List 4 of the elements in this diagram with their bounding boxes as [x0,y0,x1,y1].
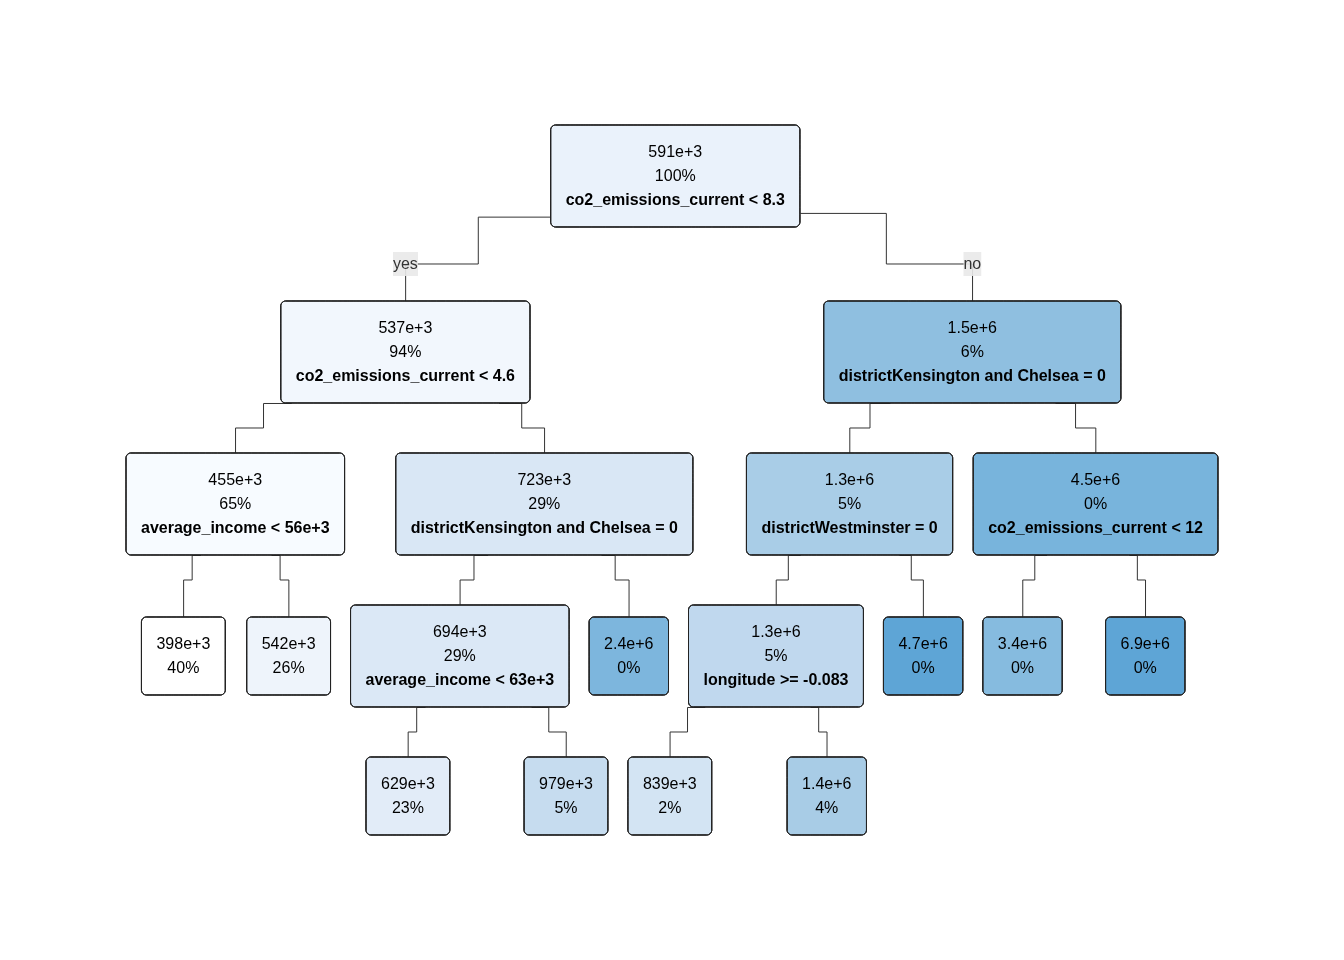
connector [799,212,974,302]
connector [405,216,552,302]
edge-label: yes [392,255,418,272]
edge-label: no [963,255,982,272]
